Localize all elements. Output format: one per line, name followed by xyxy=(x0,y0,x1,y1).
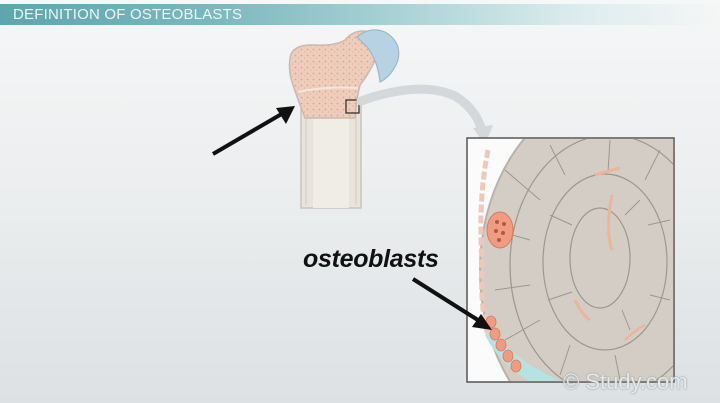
articular-cartilage xyxy=(356,29,400,83)
inset-microscopic-view xyxy=(466,137,675,383)
slide-title: DEFINITION OF OSTEOBLASTS xyxy=(13,6,243,23)
osteoblasts-label: osteoblasts xyxy=(303,245,439,273)
title-bar: DEFINITION OF OSTEOBLASTS xyxy=(0,4,720,25)
pointer-arrow-to-osteoblasts xyxy=(411,277,483,324)
curved-zoom-arrow xyxy=(356,84,488,140)
osteoblast-cluster xyxy=(486,211,514,249)
zoom-marker-box xyxy=(345,99,360,114)
pointer-arrow-to-femur xyxy=(211,110,287,156)
study-watermark: © Study.com xyxy=(563,369,688,394)
epiphyseal-line xyxy=(297,86,359,93)
osteoblast-row xyxy=(485,315,522,373)
femur-head xyxy=(288,30,381,119)
